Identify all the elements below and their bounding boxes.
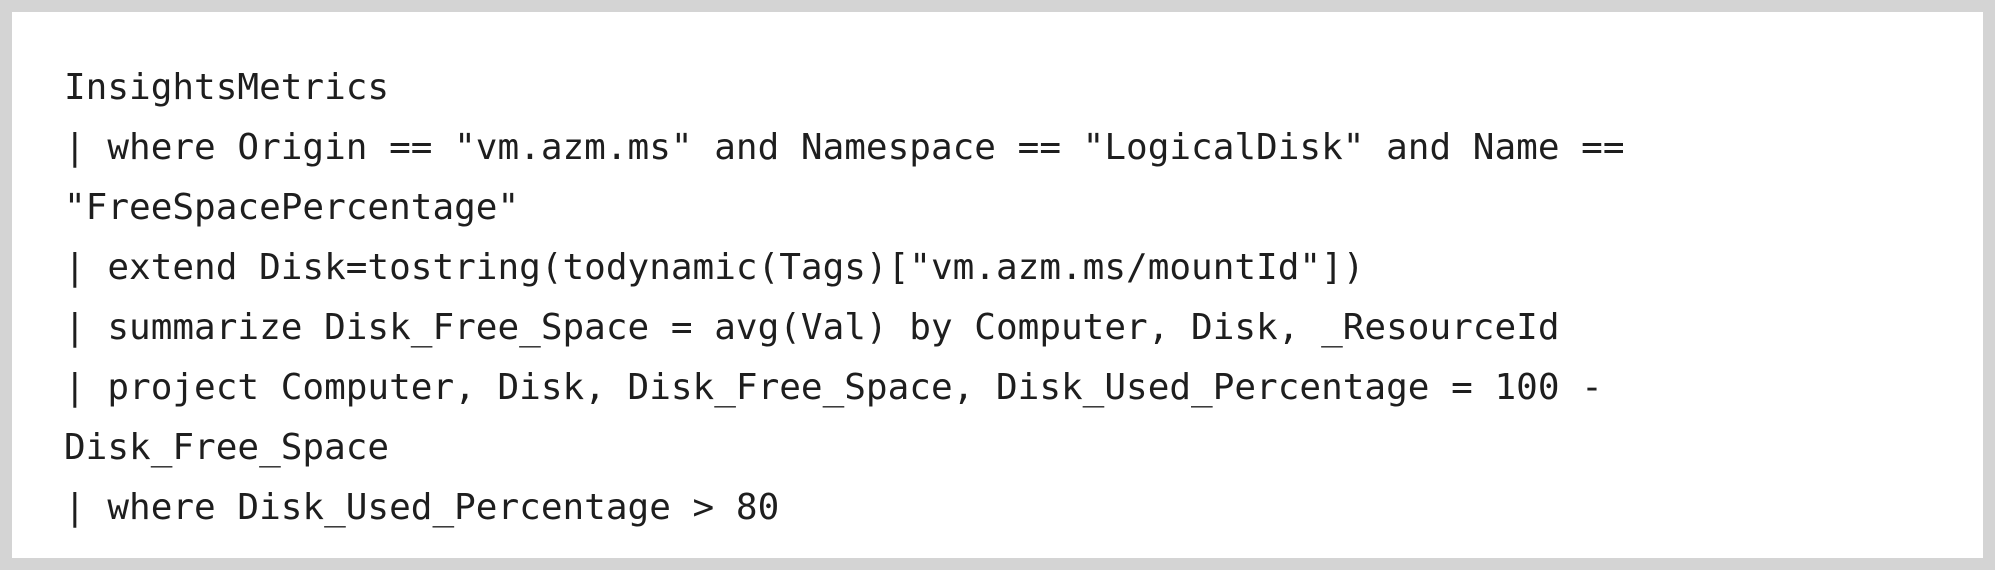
code-block: InsightsMetrics | where Origin == "vm.azm… [64, 58, 1625, 538]
code-line-8: | where Disk_Used_Percentage > 80 [64, 487, 780, 528]
code-line-6: | project Computer, Disk, Disk_Free_Spac… [64, 367, 1603, 408]
code-line-5: | summarize Disk_Free_Space = avg(Val) b… [64, 307, 1560, 348]
code-line-7: Disk_Free_Space [64, 427, 390, 468]
code-line-1: InsightsMetrics [64, 67, 390, 108]
code-line-2: | where Origin == "vm.azm.ms" and Namesp… [64, 127, 1625, 168]
code-line-3: "FreeSpacePercentage" [64, 187, 520, 228]
code-line-4: | extend Disk=tostring(todynamic(Tags)["… [64, 247, 1365, 288]
